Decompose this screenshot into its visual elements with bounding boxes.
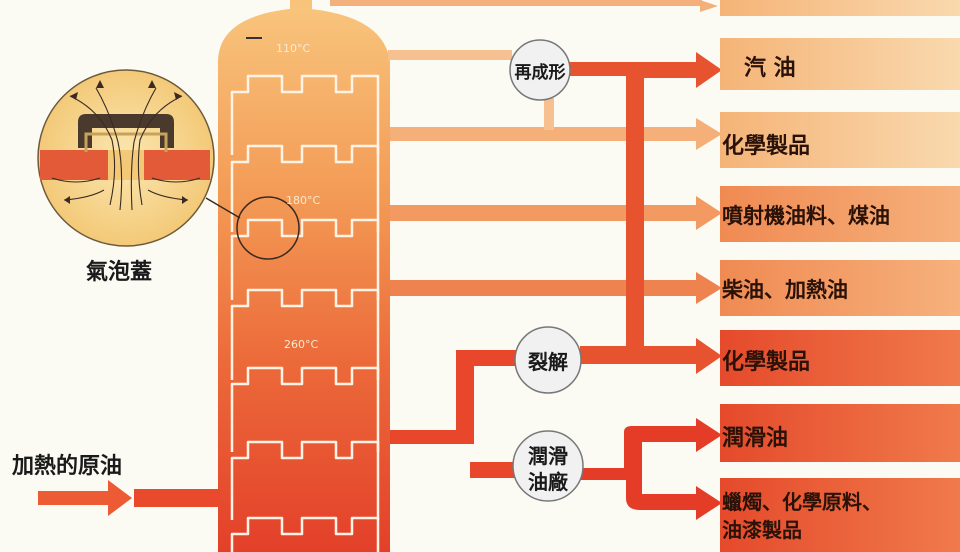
cracking-arrows (390, 338, 722, 444)
temperature-bottom: 260°C (284, 338, 319, 351)
side-draw-arrows (390, 118, 722, 304)
product-box-lube-oil (720, 404, 960, 462)
product-boxes (720, 38, 960, 552)
product-label-chemicals-1: 化學製品 (722, 134, 811, 159)
lube-plant-label-line2: 油廠 (528, 470, 568, 494)
product-box-gasoline (720, 38, 960, 90)
product-box-jet-fuel (720, 186, 960, 242)
product-box-top-partial (330, 0, 960, 16)
product-label-lube-oil: 潤滑油 (722, 426, 789, 451)
feed-label: 加熱的原油 (12, 454, 123, 479)
magnifier-leader (205, 197, 241, 219)
product-label-wax-line1: 蠟燭、化學原料、 (722, 490, 882, 514)
product-label-diesel: 柴油、加熱油 (722, 278, 848, 302)
product-label-wax-line2: 油漆製品 (722, 518, 802, 542)
temperature-top: 110°C (276, 42, 311, 55)
reformer-label: 再成形 (514, 63, 566, 83)
distillation-column (218, 0, 390, 552)
magnifier-ring (236, 196, 300, 260)
bubble-cap-detail (37, 69, 215, 247)
product-label-chemicals-2: 化學製品 (722, 350, 811, 375)
product-box-chemicals-1 (720, 112, 960, 168)
product-box-wax (720, 478, 960, 552)
cracking-circle (514, 326, 582, 394)
reformer-circle (509, 39, 571, 101)
process-circles (509, 39, 584, 502)
lube-arrows (470, 418, 722, 520)
feed-arrow (38, 480, 220, 516)
cracking-label: 裂解 (528, 350, 568, 374)
lube-plant-label-line1: 潤滑 (528, 444, 568, 468)
product-box-chemicals-2 (720, 330, 960, 386)
temperature-middle: 180°C (286, 194, 321, 207)
bubble-cap-label: 氣泡蓋 (86, 260, 153, 285)
reformer-feed-line (388, 50, 512, 60)
reformer-output-arrow (544, 52, 722, 354)
product-box-diesel (720, 260, 960, 316)
product-label-jet-fuel: 噴射機油料、煤油 (722, 204, 890, 228)
lube-plant-circle (512, 430, 584, 502)
column-trays (230, 74, 380, 552)
product-label-gasoline: 汽 油 (744, 56, 796, 81)
